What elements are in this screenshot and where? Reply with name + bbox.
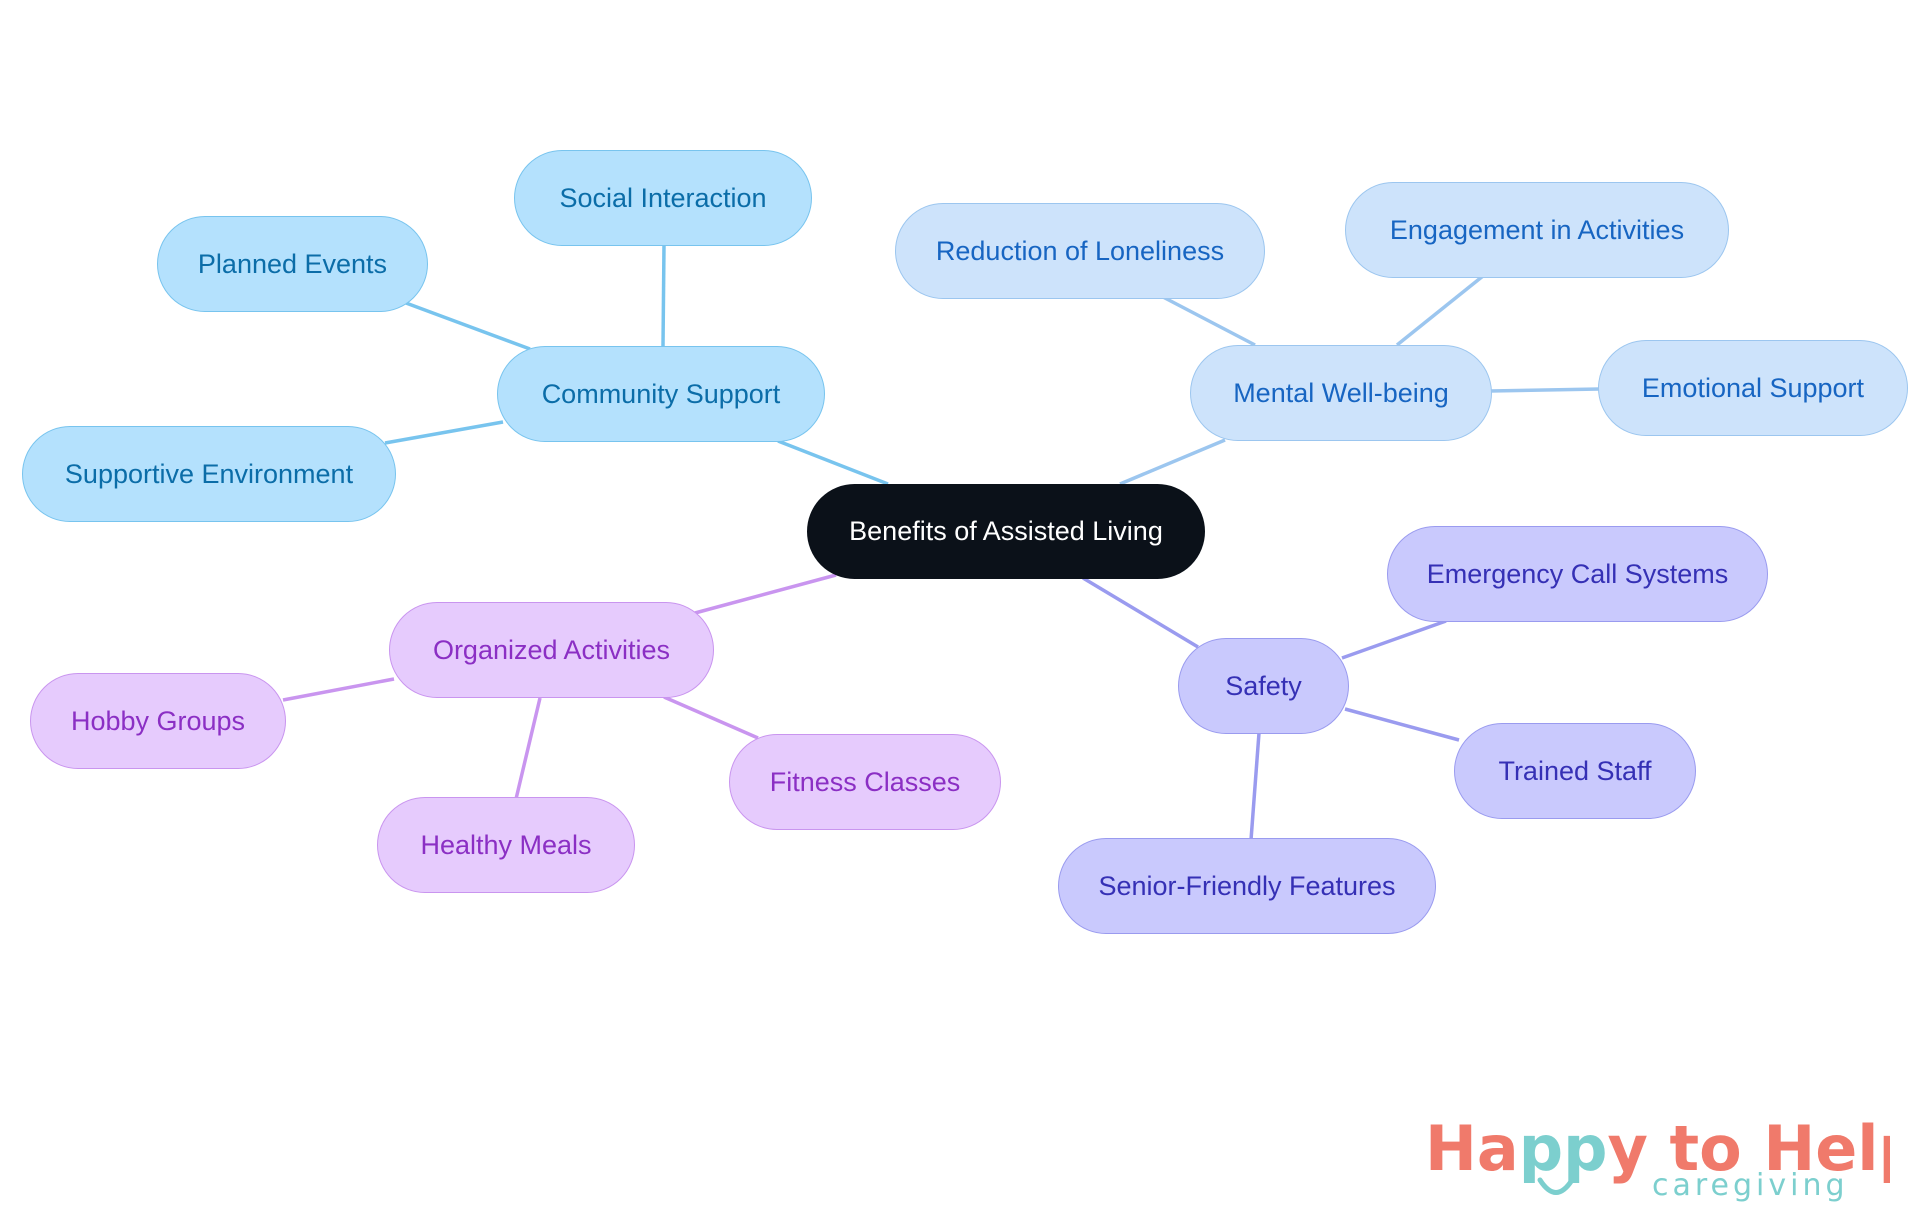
leaf-social-interaction: Social Interaction (514, 150, 812, 246)
branch-organized-activities: Organized Activities (389, 602, 714, 698)
happy-to-help-logo: Happy to Help caregiving (1425, 1112, 1890, 1203)
leaf-fitness-classes: Fitness Classes (729, 734, 1001, 830)
leaf-senior-friendly-features: Senior-Friendly Features (1058, 838, 1436, 934)
edge-mental-reduction-of-loneliness (1162, 295, 1256, 347)
leaf-hobby-groups: Hobby Groups (30, 673, 286, 769)
edge-mental-engagement (1395, 274, 1485, 347)
logo-subtitle: caregiving (1652, 1168, 1849, 1203)
edge-root-safety (1082, 576, 1199, 649)
edge-safety-senior-friendly (1249, 732, 1261, 841)
edge-root-mental-well-being (1119, 438, 1226, 486)
edge-safety-emergency-call (1341, 619, 1447, 660)
leaf-engagement-in-activities: Engagement in Activities (1345, 182, 1729, 278)
leaf-planned-events: Planned Events (157, 216, 428, 312)
edge-community-supportive-environment (384, 420, 504, 445)
leaf-supportive-environment: Supportive Environment (22, 426, 396, 522)
smile-icon (1537, 1177, 1575, 1195)
edge-organized-healthy-meals (514, 697, 542, 800)
root-node: Benefits of Assisted Living (807, 484, 1205, 579)
edge-safety-trained-staff (1344, 707, 1460, 742)
svg-text:Happy to Help: Happy to Help (1425, 1112, 1890, 1185)
edge-root-organized-activities (694, 573, 837, 615)
branch-community-support: Community Support (497, 346, 825, 442)
edge-root-community-support (777, 439, 889, 486)
leaf-reduction-of-loneliness: Reduction of Loneliness (895, 203, 1265, 299)
edge-organized-hobby-groups (282, 677, 395, 702)
leaf-emergency-call-systems: Emergency Call Systems (1387, 526, 1768, 622)
leaf-healthy-meals: Healthy Meals (377, 797, 635, 893)
edge-community-social-interaction (661, 244, 666, 347)
branch-mental-well-being: Mental Well-being (1190, 345, 1492, 441)
edge-organized-fitness-classes (663, 695, 759, 740)
edge-mental-emotional-support (1489, 387, 1601, 393)
leaf-trained-staff: Trained Staff (1454, 723, 1696, 819)
logo-title-part1: Ha (1425, 1112, 1519, 1185)
branch-safety: Safety (1178, 638, 1349, 734)
logo-title-part3: y to Help (1608, 1112, 1891, 1185)
leaf-emotional-support: Emotional Support (1598, 340, 1908, 436)
logo-title-part2: pp (1519, 1112, 1608, 1185)
edge-community-planned-events (405, 301, 531, 351)
